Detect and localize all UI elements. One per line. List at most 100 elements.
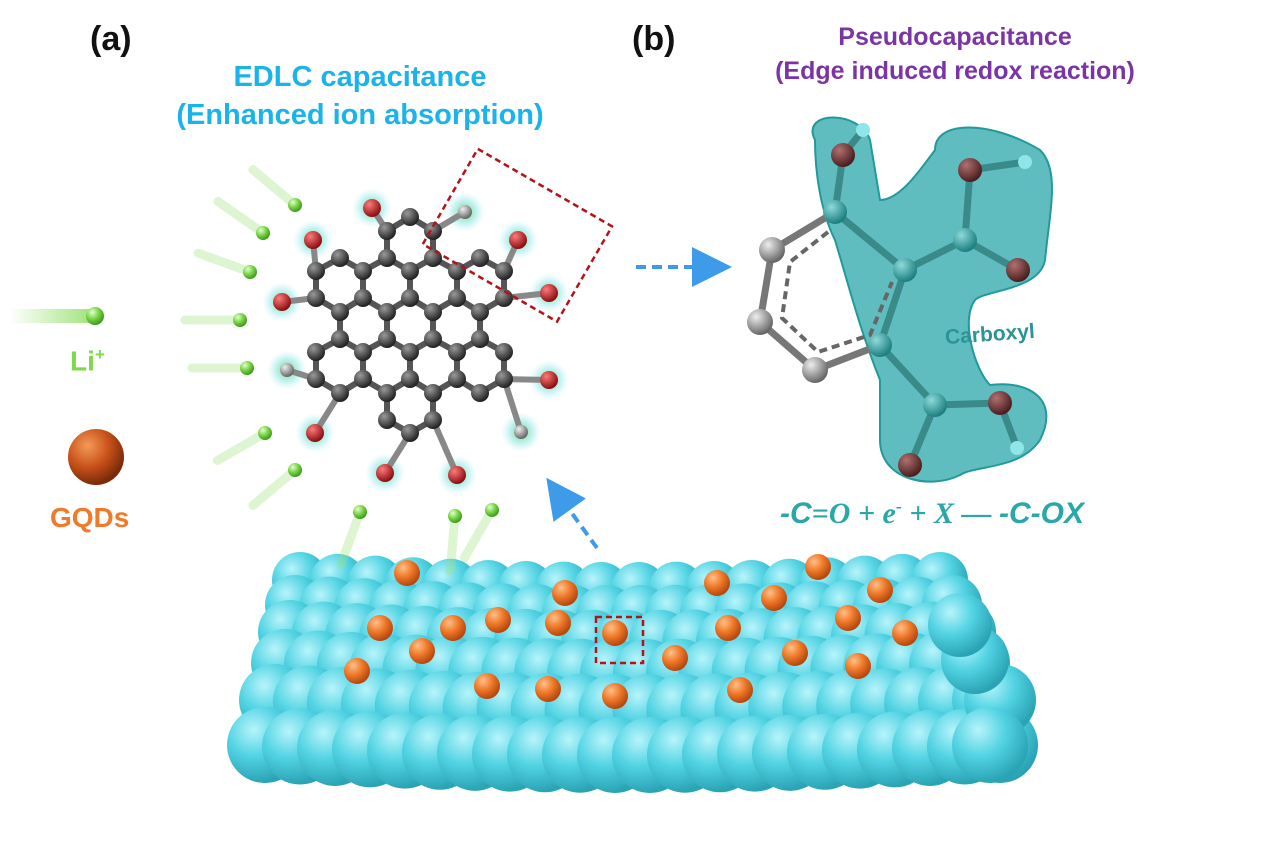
edlc-heading: EDLC capacitance (Enhanced ion absorptio… xyxy=(150,58,570,134)
gqd-sphere xyxy=(662,645,688,671)
li-label-base: Li xyxy=(70,345,95,377)
gqd-molecule xyxy=(262,188,569,495)
li-ions xyxy=(180,165,499,576)
gqd-sphere xyxy=(485,607,511,633)
carbon-atom xyxy=(448,289,466,307)
carbon-atom xyxy=(401,208,419,226)
pseudo-heading: Pseudocapacitance (Edge induced redox re… xyxy=(720,20,1190,88)
carbon-atom xyxy=(354,289,372,307)
carbon-atom xyxy=(471,303,489,321)
edlc-subtitle: (Enhanced ion absorption) xyxy=(176,99,544,131)
gqd-sphere xyxy=(761,585,787,611)
carbon-atom xyxy=(354,370,372,388)
gqd-sphere xyxy=(805,554,831,580)
hydrogen-atom xyxy=(458,205,472,219)
eq-plus1: + xyxy=(850,497,883,530)
pseudo-subtitle: (Edge induced redox reaction) xyxy=(775,57,1135,85)
zoom-box-substrate xyxy=(594,615,645,665)
carbon-atom xyxy=(802,357,828,383)
carbon-atom xyxy=(424,249,442,267)
carbon-atom xyxy=(401,424,419,442)
gqd-sphere xyxy=(367,615,393,641)
gqd-sphere xyxy=(535,676,561,702)
li-ion xyxy=(233,313,247,327)
carbon-atom xyxy=(424,384,442,402)
eq-bond: = xyxy=(811,497,829,530)
gqd-sphere xyxy=(344,658,370,684)
panel-label-b: (b) xyxy=(632,20,676,58)
li-ion xyxy=(485,503,499,517)
hydrogen-atom xyxy=(856,123,870,137)
carbon-atom xyxy=(378,249,396,267)
li-ion xyxy=(353,505,367,519)
li-ion-trail xyxy=(460,505,497,563)
molecule-bond xyxy=(877,342,938,408)
carbon-atom xyxy=(378,303,396,321)
carbon-atom xyxy=(401,262,419,280)
carbon-atom xyxy=(759,237,785,263)
carbon-atom xyxy=(378,330,396,348)
li-ion xyxy=(288,198,302,212)
li-ion xyxy=(288,463,302,477)
eq-product: -C-OX xyxy=(999,497,1084,530)
carbon-atom xyxy=(424,330,442,348)
substrate-spheres xyxy=(227,552,1038,793)
gqd-sphere xyxy=(845,653,871,679)
zoom-box-molecule xyxy=(421,147,614,324)
gqd-sphere xyxy=(602,683,628,709)
substrate-sphere xyxy=(928,593,992,657)
carbon-atom xyxy=(331,384,349,402)
oxygen-atom xyxy=(273,293,291,311)
li-ion xyxy=(448,509,462,523)
li-ion-trail xyxy=(445,511,460,576)
carbon-atom xyxy=(401,289,419,307)
oxygen-atom xyxy=(898,453,922,477)
carbon-atom xyxy=(823,200,847,224)
molecule-bond xyxy=(876,268,909,347)
li-legend-sphere xyxy=(86,307,104,325)
gqd-sphere xyxy=(727,677,753,703)
edlc-title: EDLC capacitance xyxy=(233,61,487,93)
li-ion-trail xyxy=(193,248,255,277)
hydrogen-atom xyxy=(1010,441,1024,455)
oxygen-atom xyxy=(540,284,558,302)
carbon-atom xyxy=(307,262,325,280)
gqd-sphere xyxy=(835,605,861,631)
carbon-atom xyxy=(471,249,489,267)
eq-x: X xyxy=(933,497,954,530)
pseudo-title: Pseudocapacitance xyxy=(838,23,1072,51)
carbon-atom xyxy=(331,303,349,321)
substituent-bond xyxy=(430,418,460,477)
oxygen-atom xyxy=(376,464,394,482)
carbon-atom xyxy=(923,393,947,417)
li-ion-trail xyxy=(248,165,300,210)
li-label: Li+ xyxy=(70,345,105,377)
carbon-atom xyxy=(331,330,349,348)
eq-plus2: + xyxy=(901,497,934,530)
substituent-bond xyxy=(501,378,524,433)
carbon-atom xyxy=(307,370,325,388)
carbon-atom xyxy=(354,343,372,361)
gqd-sphere xyxy=(715,615,741,641)
hydrogen-atom xyxy=(1018,155,1032,169)
eq-c: -C xyxy=(780,497,812,530)
arrow-to-molecule xyxy=(546,477,599,550)
carbon-atom xyxy=(448,343,466,361)
hydrogen-atom xyxy=(514,425,528,439)
carbon-atom xyxy=(378,411,396,429)
gqd-sphere xyxy=(545,610,571,636)
li-label-sup: + xyxy=(94,345,105,364)
oxygen-atom xyxy=(363,199,381,217)
oxygen-atom xyxy=(1006,258,1030,282)
gqd-sphere xyxy=(474,673,500,699)
gqd-sphere xyxy=(704,570,730,596)
carbon-atom xyxy=(424,303,442,321)
oxygen-atom xyxy=(304,231,322,249)
li-ion-trail xyxy=(212,428,270,465)
carbon-atom xyxy=(354,262,372,280)
carbon-atom xyxy=(495,343,513,361)
carbon-atom xyxy=(401,370,419,388)
li-ion xyxy=(256,226,270,240)
substrate-sphere xyxy=(952,707,1028,783)
